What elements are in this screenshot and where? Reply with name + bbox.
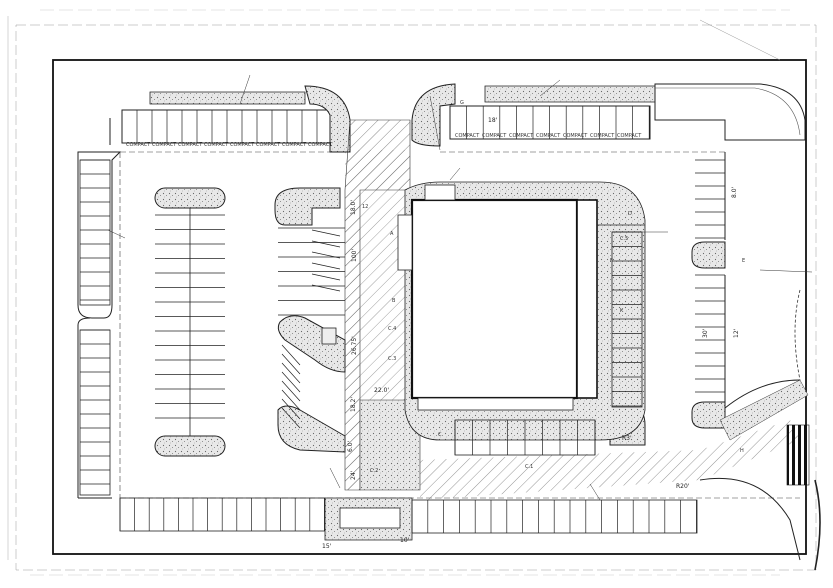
- compact-tag: COMPACT: [455, 133, 480, 139]
- stall-lines: [80, 159, 110, 485]
- stall-line: [281, 398, 301, 420]
- stall-line: [311, 273, 341, 281]
- dimension-label: R20': [676, 483, 690, 490]
- compact-tag: COMPACT: [152, 142, 177, 148]
- dimension-label: 12': [733, 328, 740, 338]
- stall-lines: [119, 420, 697, 533]
- pedestrian-walkway: [344, 119, 809, 500]
- keynote-mark: C.1: [525, 464, 533, 470]
- dimension-label: R3': [622, 435, 632, 442]
- dimension-label: 6.0': [347, 440, 354, 452]
- driveway-entrance: [699, 289, 821, 571]
- dimension-labels: 100' 26.75' 22.0' 18.2' 6.0' 18.0' 24' R…: [322, 117, 740, 550]
- keynote-mark: D: [628, 211, 632, 217]
- keynote-mark: C.3: [388, 356, 396, 362]
- compact-tag: COMPACT: [563, 133, 588, 139]
- compact-tag: COMPACT: [617, 133, 642, 139]
- dimension-label: 22.0': [374, 387, 389, 394]
- stall-line: [311, 229, 341, 237]
- dimension-label: 18': [488, 117, 498, 124]
- stall-lines: [155, 214, 345, 419]
- stall-line: [281, 380, 301, 402]
- building-footprint: [397, 181, 646, 441]
- keynote-mark: A: [390, 231, 394, 237]
- stall-line: [311, 262, 341, 270]
- keynote-mark: G: [460, 100, 464, 106]
- keynote-mark: B: [392, 298, 396, 304]
- dimension-label: 18.2': [350, 397, 357, 412]
- dimension-label: 26.75': [351, 336, 358, 355]
- dimension-label: 8.0': [731, 186, 738, 198]
- keynote-mark: C.5: [620, 236, 628, 242]
- compact-tag: COMPACT: [509, 133, 534, 139]
- compact-tag: COMPACT: [536, 133, 561, 139]
- stall-line: [311, 251, 341, 259]
- dimension-label: 30': [702, 328, 709, 338]
- leader-lines: [107, 74, 813, 501]
- keynote-mark: E: [742, 258, 745, 264]
- compact-tag: COMPACT: [256, 142, 281, 148]
- keynote-mark: C.4: [388, 326, 396, 332]
- left-stall-column: [79, 159, 111, 496]
- dimension-label: 24': [350, 470, 357, 480]
- stall-line: [281, 353, 301, 375]
- compact-tag: COMPACT: [590, 133, 615, 139]
- compact-tag: COMPACT: [282, 142, 307, 148]
- dimension-label: 15': [322, 543, 332, 550]
- compact-tag: COMPACT: [126, 142, 151, 148]
- angled-stall-lines: [281, 229, 341, 429]
- stall-line: [281, 389, 301, 411]
- keynote-mark: F: [610, 258, 613, 264]
- keynote-mark: 12: [362, 204, 368, 210]
- stall-line: [281, 344, 301, 366]
- dimension-label: 18.0': [350, 200, 357, 215]
- compact-tag: COMPACT: [230, 142, 255, 148]
- compact-tag: COMPACT: [178, 142, 203, 148]
- stall-line: [311, 240, 341, 248]
- top-right-stall-row: [449, 85, 656, 140]
- keynote-markers: A B C D E F C.4 C.3 C.2 C.5 C.1 G H K 12: [362, 100, 745, 474]
- keynote-mark: C: [438, 432, 442, 438]
- dimension-label: 10': [400, 537, 410, 544]
- stall-line: [281, 362, 301, 384]
- keynote-mark: H: [740, 448, 744, 454]
- stall-lines: [449, 106, 650, 139]
- stall-line: [311, 284, 341, 292]
- top-left-stall-row: [109, 91, 333, 145]
- dimension-label: 100': [351, 249, 358, 262]
- keynote-mark: C.2: [370, 468, 378, 474]
- stall-line: [281, 371, 301, 393]
- compact-tag: COMPACT: [308, 142, 333, 148]
- property-boundary: [7, 9, 817, 576]
- stall-line: [281, 407, 301, 429]
- compact-tag: COMPACT: [204, 142, 229, 148]
- stall-lines: [121, 110, 333, 143]
- compact-tag: COMPACT: [482, 133, 507, 139]
- keynote-mark: K: [620, 308, 624, 314]
- stall-lines: [612, 159, 725, 407]
